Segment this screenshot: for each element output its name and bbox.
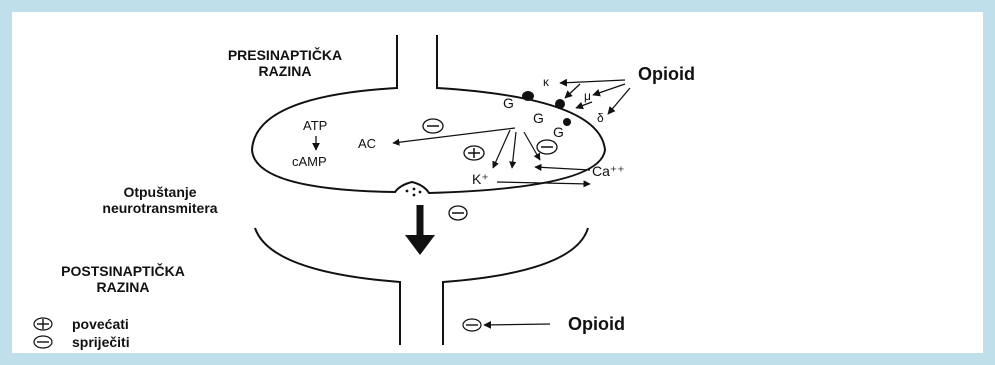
kappa-label: κ	[543, 75, 550, 89]
postsynaptic-label-line1: POSTSINAPTIČKA	[61, 262, 185, 279]
receptor-blobs	[522, 91, 571, 126]
vesicle-dots	[406, 188, 422, 197]
release-label-line2: neurotransmitera	[102, 200, 217, 216]
g-to-ac-arrow	[393, 128, 515, 143]
release-arrow	[405, 205, 435, 255]
inhibit-symbol-ac	[423, 119, 443, 133]
increase-symbol-k	[464, 146, 484, 160]
ca-ion-label: Ca⁺⁺	[592, 163, 625, 179]
atp-label: ATP	[303, 118, 327, 133]
ca-influx-arrow	[535, 167, 590, 170]
opioid-label-bottom: Opioid	[568, 314, 625, 334]
inhibit-symbol-ca	[537, 140, 557, 154]
presynaptic-label-line1: PRESINAPTIČKA	[228, 46, 342, 63]
opioid-postsynaptic-arrow	[484, 324, 550, 325]
g-protein-1: G	[503, 95, 514, 111]
legend-increase-symbol	[34, 318, 52, 330]
legend-inhibit-label: spriječiti	[72, 334, 130, 350]
opioid-label-top: Opioid	[638, 64, 695, 84]
legend-inhibit-symbol	[34, 336, 52, 348]
legend-increase-label: povećati	[72, 316, 129, 332]
delta-label: δ	[597, 111, 604, 125]
k-ion-label: K⁺	[472, 171, 489, 187]
opioid-receptor-arrows	[560, 80, 630, 114]
postsynaptic-label-line2: RAZINA	[97, 279, 150, 295]
camp-label: cAMP	[292, 154, 327, 169]
postsynaptic-inhibit-symbol	[463, 319, 481, 331]
release-label-line1: Otpuštanje	[123, 184, 196, 200]
g-protein-2: G	[533, 110, 544, 126]
g-protein-3: G	[553, 124, 564, 140]
presynaptic-label-line2: RAZINA	[259, 63, 312, 79]
ac-label: AC	[358, 136, 376, 151]
inhibit-symbol-release	[449, 206, 467, 220]
mu-label: μ	[584, 89, 591, 103]
g-to-channel-arrows	[493, 130, 540, 168]
